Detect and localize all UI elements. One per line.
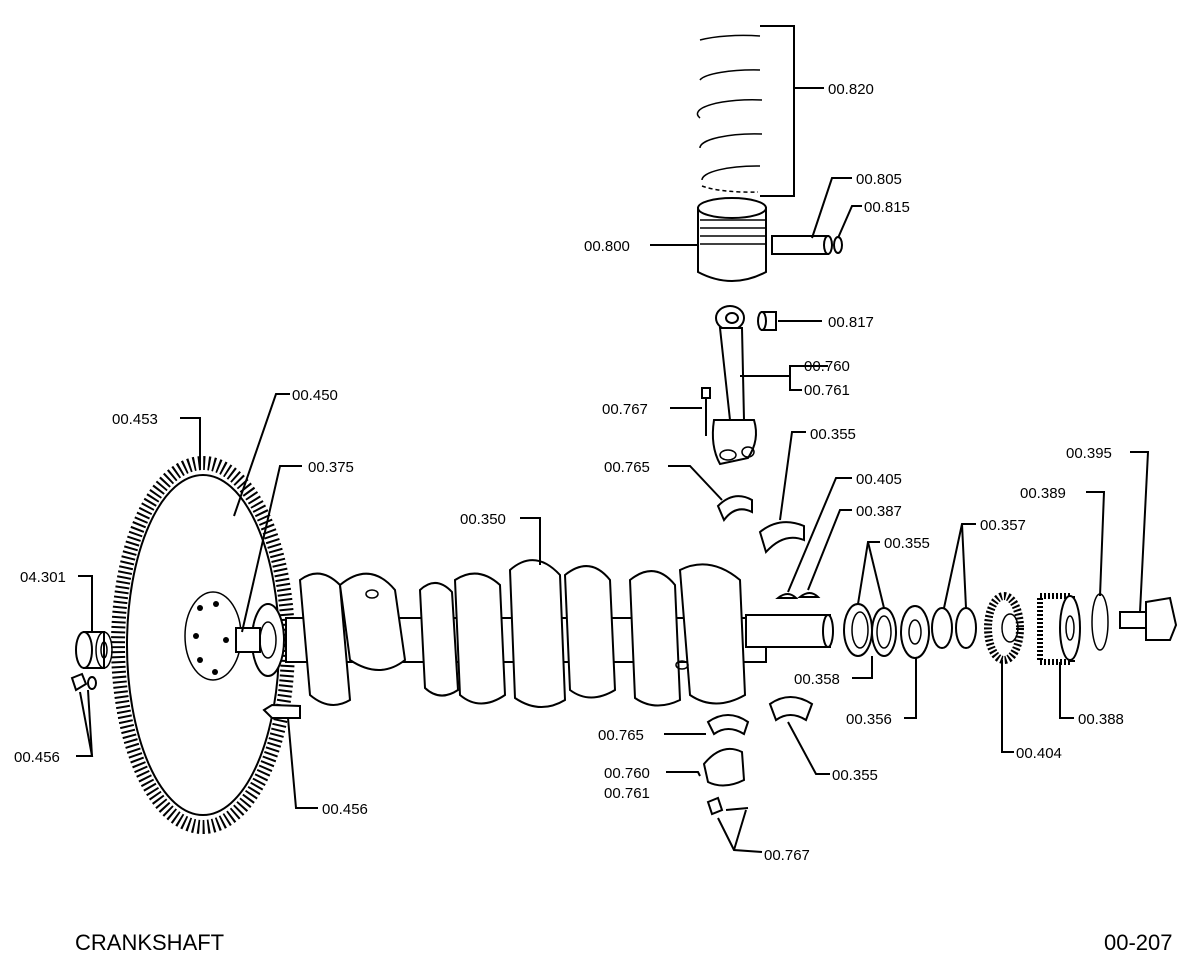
piston	[697, 197, 767, 282]
callout-00450: 00.450	[292, 387, 338, 404]
callout-00357: 00.357	[980, 517, 1026, 534]
callout-00404: 00.404	[1016, 745, 1062, 762]
connecting-rod	[711, 305, 757, 466]
thrust-washer-pair	[843, 603, 897, 657]
callout-00405: 00.405	[856, 471, 902, 488]
callout-04301: 04.301	[20, 569, 66, 586]
callout-00456-bottom: 00.456	[322, 801, 368, 818]
diagram-title: CRANKSHAFT	[75, 930, 225, 955]
callout-00805: 00.805	[856, 171, 902, 188]
spacer-washers	[931, 607, 977, 649]
callout-00815: 00.815	[864, 199, 910, 216]
woodruff-key-1	[775, 593, 799, 599]
callout-00453: 00.453	[112, 411, 158, 428]
piston-rings	[696, 34, 763, 193]
spacer-ring	[900, 605, 930, 659]
callout-00760-upper: 00.760	[804, 358, 850, 375]
main-bearing-shell-upper	[758, 521, 805, 554]
oil-pump-drive-gear	[1037, 593, 1081, 665]
callout-labels: 00.820 00.805 00.815 00.800 00.817 00.76…	[14, 81, 1124, 864]
rod-bolt-upper	[701, 387, 711, 436]
bearing-shell-upper-rod	[716, 495, 753, 522]
callout-00817: 00.817	[828, 314, 874, 331]
crankshaft-flange	[235, 603, 285, 677]
callout-00800: 00.800	[584, 238, 630, 255]
callout-00355-upper: 00.355	[810, 426, 856, 443]
callout-00456-left: 00.456	[14, 749, 60, 766]
callout-00395: 00.395	[1066, 445, 1112, 462]
callout-00760-lower: 00.760	[604, 765, 650, 782]
callout-00761-lower: 00.761	[604, 785, 650, 802]
callout-00761-upper: 00.761	[804, 382, 850, 399]
crankshaft-timing-gear	[984, 592, 1024, 664]
leader-lines	[76, 25, 1150, 853]
callout-00355-middle: 00.355	[884, 535, 930, 552]
callout-00765-upper: 00.765	[604, 459, 650, 476]
piston-pin-circlip	[833, 236, 843, 254]
rod-cap	[702, 748, 746, 787]
callout-00767-lower: 00.767	[764, 847, 810, 864]
callout-00375: 00.375	[308, 459, 354, 476]
callout-00388: 00.388	[1078, 711, 1124, 728]
pilot-bearing	[75, 631, 113, 669]
main-bearing-shell-lower	[768, 696, 814, 722]
small-end-bushing	[757, 311, 777, 331]
callout-00350: 00.350	[460, 511, 506, 528]
page-number: 00-207	[1104, 930, 1173, 955]
callout-00355-lower: 00.355	[832, 767, 878, 784]
callout-00356: 00.356	[846, 711, 892, 728]
piston-pin	[771, 235, 833, 255]
flywheel-nut-washer	[70, 672, 97, 692]
rod-nut-and-bolt	[706, 796, 749, 816]
callout-00389: 00.389	[1020, 485, 1066, 502]
flywheel-bolt	[262, 703, 301, 719]
callout-00767-upper: 00.767	[602, 401, 648, 418]
bearing-shell-lower-rod	[706, 714, 750, 736]
crankshaft-end-nut	[1119, 596, 1178, 641]
callout-00387: 00.387	[856, 503, 902, 520]
woodruff-key-2	[797, 592, 821, 598]
callout-00765-lower: 00.765	[598, 727, 644, 744]
crankshaft	[285, 559, 834, 708]
callout-00820: 00.820	[828, 81, 874, 98]
circlip	[1091, 593, 1109, 651]
callout-00358: 00.358	[794, 671, 840, 688]
